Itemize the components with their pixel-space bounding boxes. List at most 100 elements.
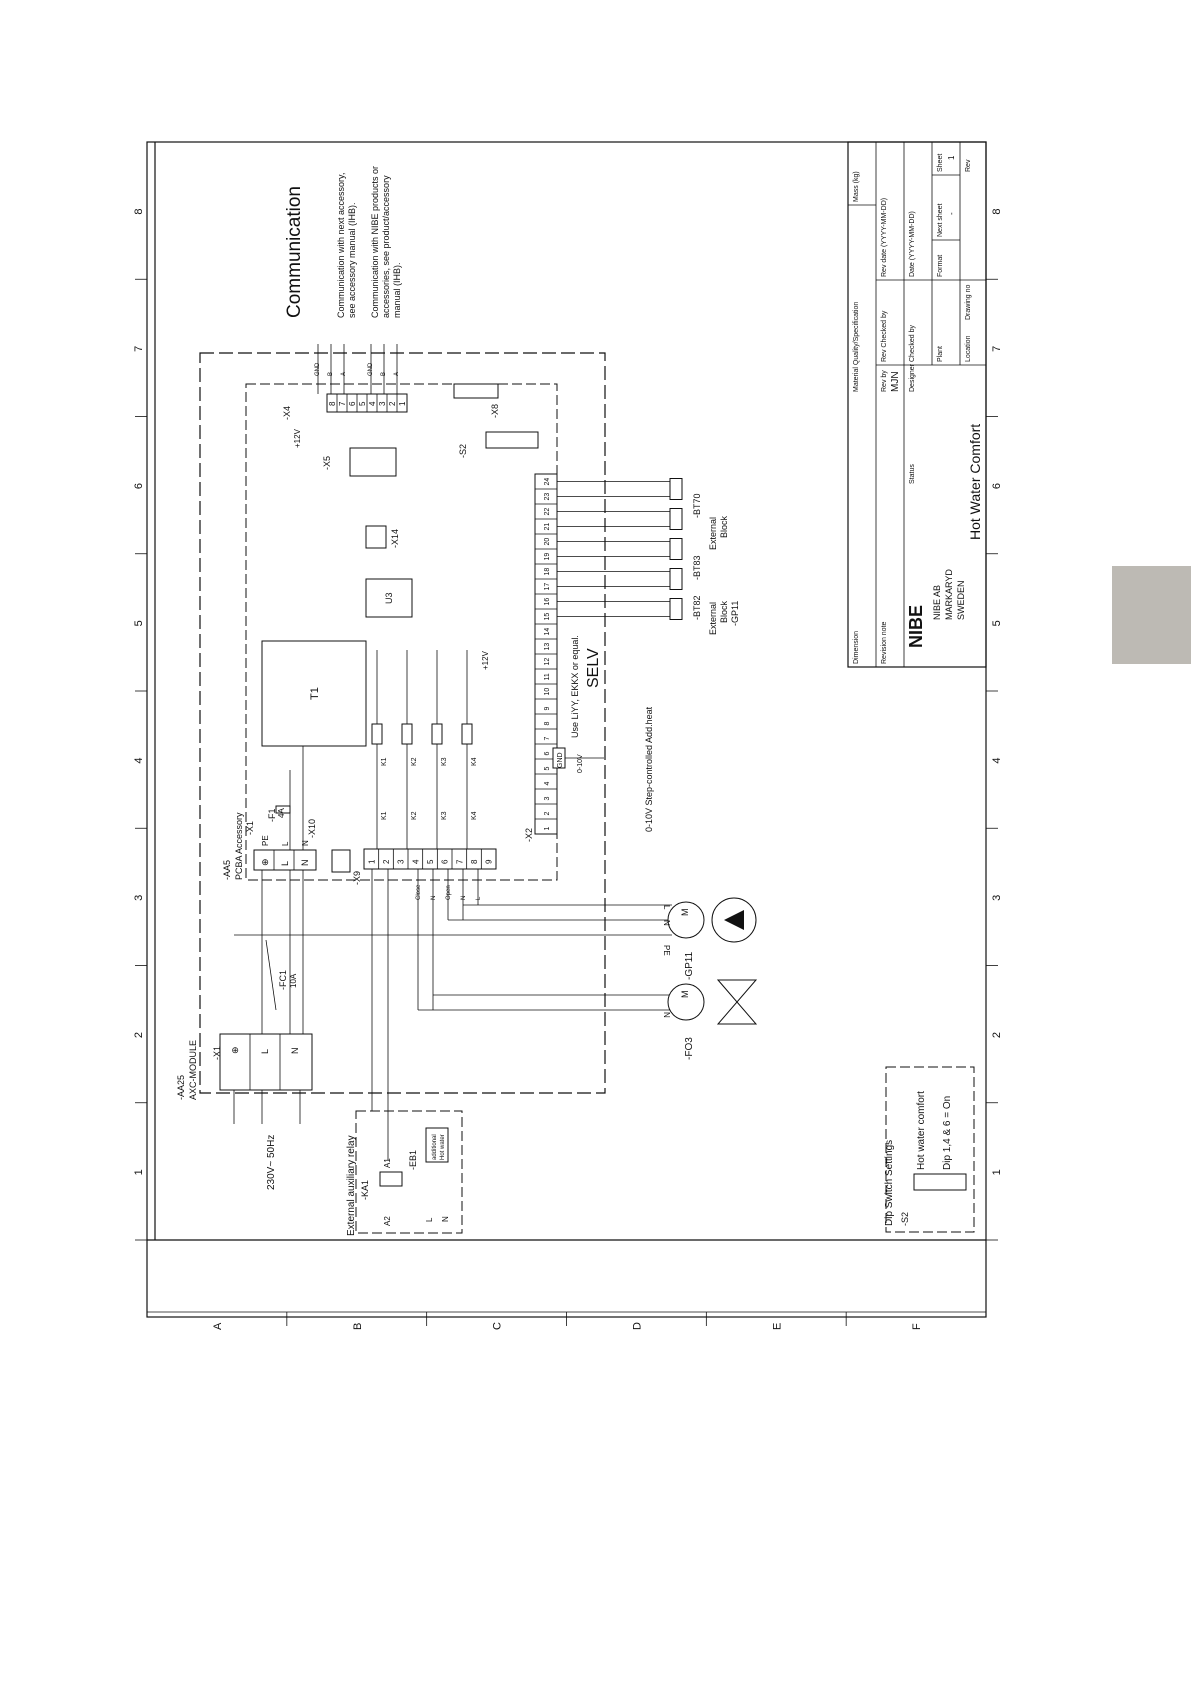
s2-label: -S2 — [458, 444, 468, 458]
tb-sheet-value: 1 — [947, 155, 956, 160]
x9-terminal-6: 6 — [441, 859, 450, 864]
x9-wire-0: Close — [416, 884, 422, 900]
grid-row-B: B — [352, 1323, 364, 1330]
grid-col-left-1: 1 — [133, 1169, 145, 1175]
v010-label: 0-10V — [577, 754, 584, 773]
tb-dimension: Dimension — [853, 631, 860, 664]
x2-sensor-4 — [669, 478, 683, 500]
x9-wire-1: N — [431, 896, 437, 900]
f1-rating: 4A — [277, 808, 286, 818]
x2-terminal-16: 16 — [544, 598, 551, 606]
x2-terminal-10: 10 — [544, 688, 551, 696]
x14-connector — [365, 525, 387, 549]
x2-terminal-8: 8 — [544, 722, 551, 726]
dip-title: Dip Switch Settings — [884, 1140, 895, 1226]
tb-rev-by-value: MJN — [890, 371, 901, 392]
grid-col-left-3: 3 — [133, 895, 145, 901]
x2-terminal-14: 14 — [544, 628, 551, 636]
x2-terminal-23: 23 — [544, 493, 551, 501]
ka1-label: -KA1 — [360, 1180, 370, 1200]
grid-col-right-1: 1 — [991, 1169, 1003, 1175]
bt83-label: -BT83 — [692, 555, 702, 580]
fc1-label: -FC1 — [278, 970, 288, 990]
dip-setting: Dip 1,4 & 6 = On — [942, 1096, 953, 1170]
grid-row-E: E — [771, 1323, 783, 1330]
x2-terminal-9: 9 — [544, 707, 551, 711]
ka1-a1: A1 — [383, 1158, 392, 1168]
fo3-label: -FO3 — [684, 1037, 695, 1060]
grid-col-right-3: 3 — [991, 895, 1003, 901]
ka1-a2: A2 — [383, 1216, 392, 1226]
bt82-label: -BT82 — [692, 595, 702, 620]
x9-terminal-8: 8 — [470, 859, 479, 864]
tb-status: Status — [909, 464, 916, 484]
fo3-motor-m: M — [680, 991, 690, 999]
x9-terminal-strip — [363, 848, 497, 870]
dip-s2: -S2 — [900, 1212, 910, 1226]
x2-terminal-5: 5 — [544, 767, 551, 771]
gp11-l: L — [662, 905, 671, 910]
x10-connector — [331, 849, 351, 873]
tb-company: NIBE AB — [932, 585, 942, 620]
fo3-motor — [667, 983, 705, 1021]
grid-col-left-7: 7 — [133, 346, 145, 352]
aa5-label: -AA5 — [222, 860, 232, 880]
plus12v-x5: +12V — [293, 428, 302, 448]
ext-relay-l: L — [425, 1217, 434, 1222]
grid-col-right-8: 8 — [991, 209, 1003, 215]
tb-mass: Mass (kg) — [853, 171, 860, 202]
s2-dip-switch — [485, 431, 539, 449]
aa5-x1-cell-2: N — [300, 860, 310, 867]
x4-terminal-3: 3 — [378, 401, 387, 406]
relay-coil-k3 — [431, 723, 443, 745]
x2-terminal-18: 18 — [544, 568, 551, 576]
tb-checked-by: Checked by — [909, 325, 916, 362]
x9-terminal-2: 2 — [382, 859, 391, 864]
x2-terminal-20: 20 — [544, 538, 551, 546]
eb1-box — [425, 1127, 449, 1163]
tb-designer: Designer — [909, 363, 916, 392]
ext-block-1a: External — [708, 517, 718, 550]
grid-col-left-4: 4 — [133, 758, 145, 764]
x2-sensor-1 — [669, 568, 683, 590]
step-note: 0-10V Step-controlled Add.heat — [644, 706, 654, 832]
x4-terminal-6: 6 — [348, 401, 357, 406]
transformer-t1 — [261, 640, 367, 747]
ext-block-2a: External — [708, 602, 718, 635]
title-block — [847, 141, 987, 668]
eb1-note-2: Hot water — [440, 1134, 446, 1160]
gp11-label: -GP11 — [684, 951, 695, 980]
tb-sheet: Sheet — [937, 154, 944, 172]
grid-col-left-8: 8 — [133, 209, 145, 215]
x5-connector — [349, 447, 397, 477]
supply-label: 230V~ 50Hz — [266, 1135, 277, 1190]
ext-relay-title: External auxiliary relay — [346, 1135, 357, 1236]
comm-note-1a: Communication with next accessory, — [336, 173, 346, 318]
x4-terminal-8: 8 — [328, 401, 337, 406]
tb-country: SWEDEN — [956, 580, 966, 620]
ext-block-2b: Block — [719, 600, 729, 623]
x8-connector — [453, 383, 499, 399]
x9-wire-2: Open — [446, 885, 452, 900]
relay-label-k2: K2 — [411, 757, 418, 766]
tb-material: Material Quality/Specification — [853, 302, 860, 392]
x4-label: -X4 — [282, 406, 292, 420]
x8-label: -X8 — [490, 404, 500, 418]
aa5-x1-label-2: N — [301, 840, 310, 846]
f1-label: -F1 — [267, 809, 277, 823]
relay-coil-k2 — [401, 723, 413, 745]
ext-relay-n: N — [441, 1216, 450, 1222]
fc1-breaker — [265, 939, 277, 1011]
cable-note: Use LiYY, EKKX or equal. — [570, 635, 580, 738]
grid-col-left-2: 2 — [133, 1032, 145, 1038]
grid-col-right-2: 2 — [991, 1032, 1003, 1038]
fc1-rating: 10A — [289, 973, 298, 988]
x9-terminal-9: 9 — [485, 859, 494, 864]
u3-box — [365, 578, 413, 618]
aa5-x1-label-0: PE — [261, 835, 270, 846]
axc-x1-label: -X1 — [212, 1046, 222, 1060]
axc-x1-symbol-2: N — [290, 1048, 300, 1055]
grid-row-A: A — [212, 1322, 224, 1330]
pump-arrow — [724, 910, 744, 930]
x9-terminal-1: 1 — [367, 859, 376, 864]
